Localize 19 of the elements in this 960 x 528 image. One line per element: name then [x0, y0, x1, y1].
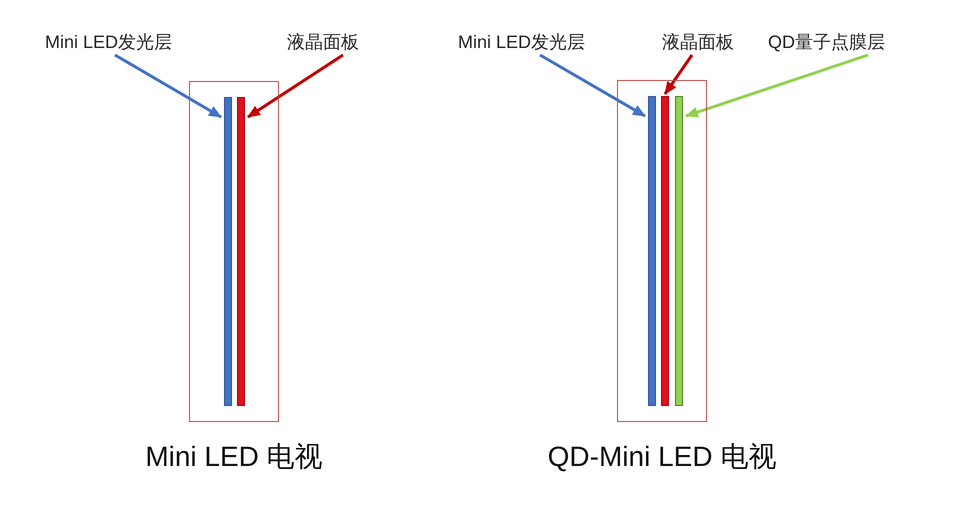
led-layer-bar	[648, 96, 656, 406]
layer-label: 液晶面板	[287, 31, 359, 53]
tv-type-label: Mini LED 电视	[145, 441, 323, 473]
quantum-dot-film-bar	[675, 96, 683, 406]
leader-arrow	[664, 54, 694, 95]
layer-label: Mini LED发光层	[45, 31, 172, 53]
led-layer-bar	[224, 97, 232, 406]
lcd-panel-bar	[661, 96, 669, 406]
layer-label: Mini LED发光层	[458, 31, 586, 53]
tv-type-label: QD-Mini LED 电视	[548, 441, 776, 473]
leader-arrow	[539, 54, 646, 118]
leader-arrow	[685, 54, 868, 118]
layer-label: QD量子点膜层	[768, 31, 885, 53]
lcd-panel-bar	[237, 97, 245, 406]
layer-label: 液晶面板	[662, 31, 734, 53]
leader-arrow	[114, 54, 222, 118]
cross-section-frame	[617, 80, 707, 422]
cross-section-frame	[189, 81, 279, 422]
leader-arrow	[247, 54, 344, 118]
